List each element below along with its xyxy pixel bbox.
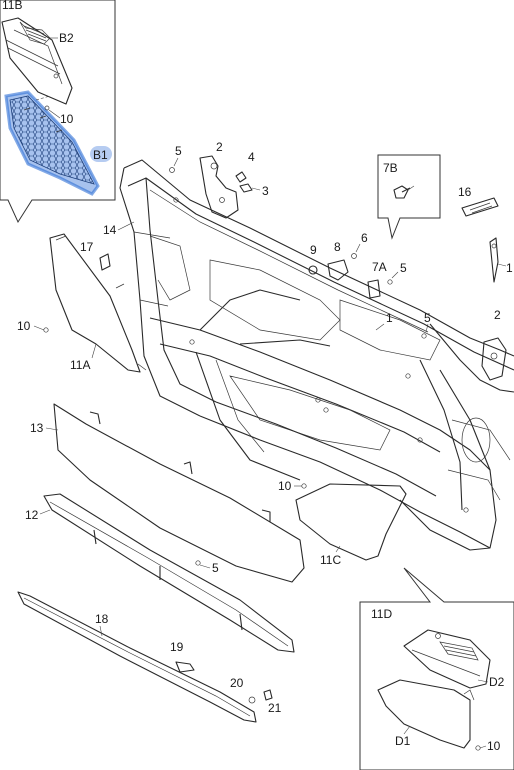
inset-7b: 7B xyxy=(377,154,441,240)
part-1-front-frame xyxy=(119,159,514,551)
callout-11a: 11A xyxy=(70,358,90,372)
callout-b1: B1 xyxy=(93,148,108,162)
callout-14: 14 xyxy=(103,223,117,237)
callout-7a: 7A xyxy=(372,260,387,274)
callout-b2: B2 xyxy=(59,31,74,45)
part-4-bolt xyxy=(235,171,247,183)
part-b1-grille-highlighted xyxy=(4,90,100,196)
part-20-clip xyxy=(248,696,256,704)
callout-d1: D1 xyxy=(395,734,411,748)
callout-5-low: 5 xyxy=(212,561,219,575)
inset-11d-title: 11D xyxy=(371,607,392,621)
callout-4: 4 xyxy=(248,150,255,164)
inset-11b-title: 11B xyxy=(2,0,22,12)
part-11a-side-grille xyxy=(49,233,147,373)
callout-5-right: 5 xyxy=(424,311,431,325)
callout-21: 21 xyxy=(268,701,282,715)
inset-11d-frame xyxy=(359,567,514,770)
callout-5-mid: 5 xyxy=(400,261,407,275)
part-d1-grille xyxy=(377,679,475,749)
inset-11b: 11B B2 10 B1 xyxy=(0,0,116,224)
callout-1: 1 xyxy=(386,311,393,325)
part-2-right-hinge xyxy=(481,337,507,381)
part-17-clip xyxy=(99,253,111,271)
callout-2-top: 2 xyxy=(216,140,223,154)
callout-9: 9 xyxy=(310,243,317,257)
callout-12: 12 xyxy=(25,508,39,522)
callout-20: 20 xyxy=(230,676,244,690)
callout-10-br: 10 xyxy=(487,739,501,753)
callout-18: 18 xyxy=(95,612,109,626)
part-5-top-screw xyxy=(169,167,175,173)
callout-1-edge: 1 xyxy=(506,261,513,275)
inset-11d: 11D D2 D1 10 xyxy=(359,567,514,770)
part-8-bracket xyxy=(327,259,349,281)
callout-11c: 11C xyxy=(320,553,341,567)
callout-8: 8 xyxy=(334,240,341,254)
callout-6: 6 xyxy=(361,231,368,245)
callout-3: 3 xyxy=(262,184,269,198)
callout-10-center: 10 xyxy=(278,479,292,493)
inset-7b-frame xyxy=(377,154,441,240)
part-12-lower-strip xyxy=(43,493,295,653)
part-d2-lamp xyxy=(403,629,491,689)
callout-16: 16 xyxy=(458,185,472,199)
part-2-hinge-bracket xyxy=(199,155,239,219)
callout-2-right: 2 xyxy=(494,308,501,322)
part-18-trim-strip xyxy=(17,591,257,723)
part-11c-center-grille xyxy=(295,483,407,561)
part-3-screw xyxy=(239,183,253,193)
part-1-clip-edge xyxy=(489,237,499,283)
callout-5-top: 5 xyxy=(175,144,182,158)
part-21-screw xyxy=(263,689,273,701)
callout-d2: D2 xyxy=(489,675,505,689)
inset-7b-title: 7B xyxy=(383,161,398,175)
part-13-lower-grille xyxy=(53,403,305,583)
part-7b-bolt xyxy=(393,185,411,199)
callout-10-left: 10 xyxy=(17,319,31,333)
b1-label-highlight xyxy=(90,146,112,162)
part-7a-bracket xyxy=(367,279,381,299)
callout-17: 17 xyxy=(80,240,94,254)
part-6-screw xyxy=(351,253,357,259)
part-16-strip xyxy=(461,197,499,217)
callout-19: 19 xyxy=(170,640,184,654)
part-9-nut xyxy=(308,265,318,275)
callout-13: 13 xyxy=(30,421,44,435)
callout-10-inset: 10 xyxy=(60,112,74,126)
part-19-clip xyxy=(175,661,195,673)
